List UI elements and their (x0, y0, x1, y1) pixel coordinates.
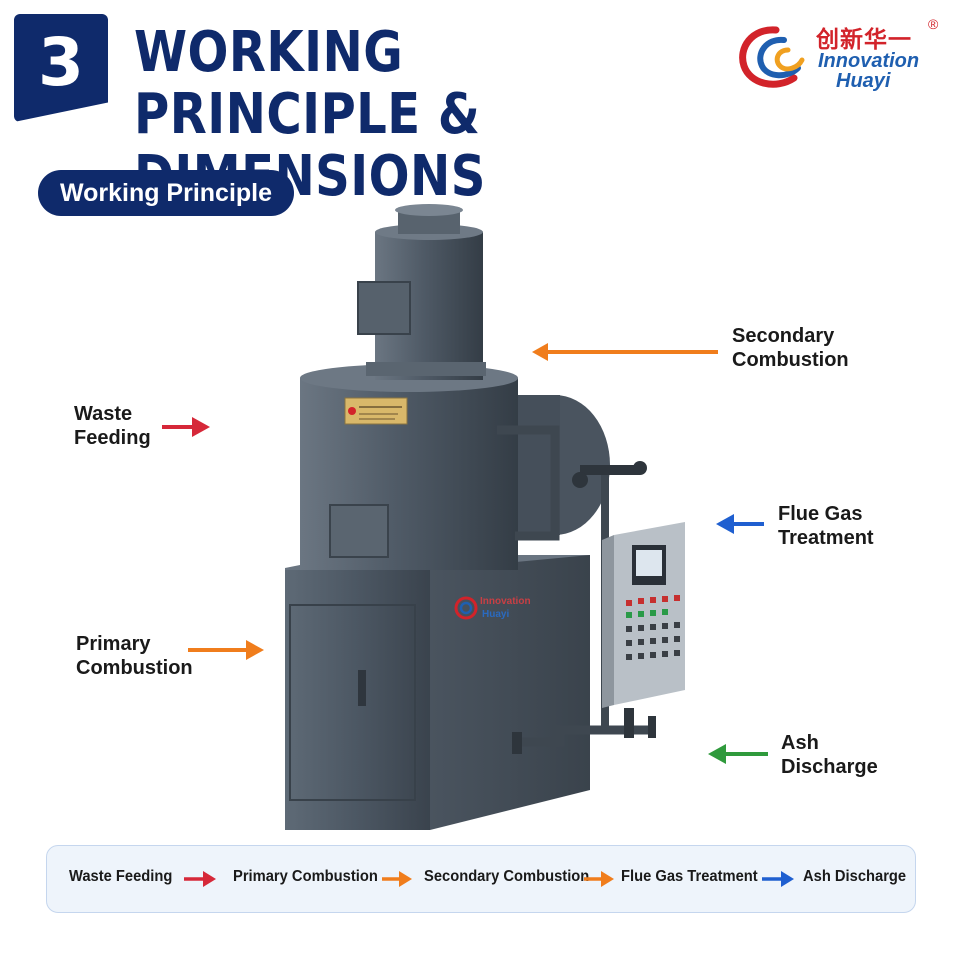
flow-step-secondary-combustion: Secondary Combustion (424, 868, 590, 885)
svg-text:Innovation: Innovation (480, 596, 531, 607)
callout-waste-feeding-line-2: Feeding (74, 427, 151, 449)
company-logo-swirl-icon (739, 26, 805, 88)
svg-text:Huayi: Huayi (482, 609, 509, 620)
arrow-right-red-icon (162, 417, 210, 437)
callout-primary-combustion-line-2: Combustion (76, 657, 193, 679)
logo-english-line-1: Innovation (818, 50, 920, 72)
section-number: 3 (38, 24, 84, 101)
callout-flue-gas-treatment-line-2: Treatment (778, 527, 874, 549)
callout-ash-discharge-line-1: Ash (781, 732, 819, 754)
callout-primary-combustion-line-1: Primary (76, 633, 151, 655)
callout-flue-gas-treatment-line-1: Flue Gas (778, 503, 863, 525)
callout-ash-discharge-line-2: Discharge (781, 756, 878, 778)
section-number-badge: 3 (14, 14, 108, 122)
page-title: WORKING PRINCIPLE & DIMENSIONS (134, 22, 616, 208)
callout-waste-feeding: Waste Feeding (74, 402, 151, 450)
logo-chinese-name: 创新华一 (816, 26, 912, 52)
callout-flue-gas-treatment: Flue Gas Treatment (778, 502, 874, 550)
incinerator-machine-illustration: Innovation Huayi (285, 204, 685, 830)
registered-mark: ® (928, 16, 939, 32)
callout-secondary-combustion: Secondary Combustion (732, 324, 849, 372)
callout-ash-discharge: Ash Discharge (781, 731, 878, 779)
callout-waste-feeding-line-1: Waste (74, 403, 133, 425)
arrow-right-orange-icon (188, 640, 264, 660)
callout-primary-combustion: Primary Combustion (76, 632, 193, 680)
flow-step-ash-discharge: Ash Discharge (803, 868, 907, 885)
flow-arrow-blue-icon (762, 871, 794, 887)
section-heading-pill: Working Principle (38, 170, 294, 216)
flow-step-primary-combustion: Primary Combustion (233, 868, 378, 885)
arrow-left-blue-icon (716, 514, 764, 534)
flow-arrow-orange-icon-2 (584, 871, 614, 887)
flow-step-flue-gas-treatment: Flue Gas Treatment (621, 868, 758, 885)
arrow-left-orange-icon (532, 343, 718, 361)
flow-arrow-orange-icon (382, 871, 412, 887)
title-line-1: WORKING PRINCIPLE & (134, 20, 481, 147)
arrow-left-green-icon (708, 744, 768, 764)
logo-english-line-2: Huayi (836, 70, 891, 92)
flow-arrow-red-icon (184, 871, 216, 887)
callout-secondary-combustion-line-1: Secondary (732, 325, 835, 347)
flow-step-waste-feeding: Waste Feeding (69, 868, 173, 885)
callout-secondary-combustion-line-2: Combustion (732, 349, 849, 371)
